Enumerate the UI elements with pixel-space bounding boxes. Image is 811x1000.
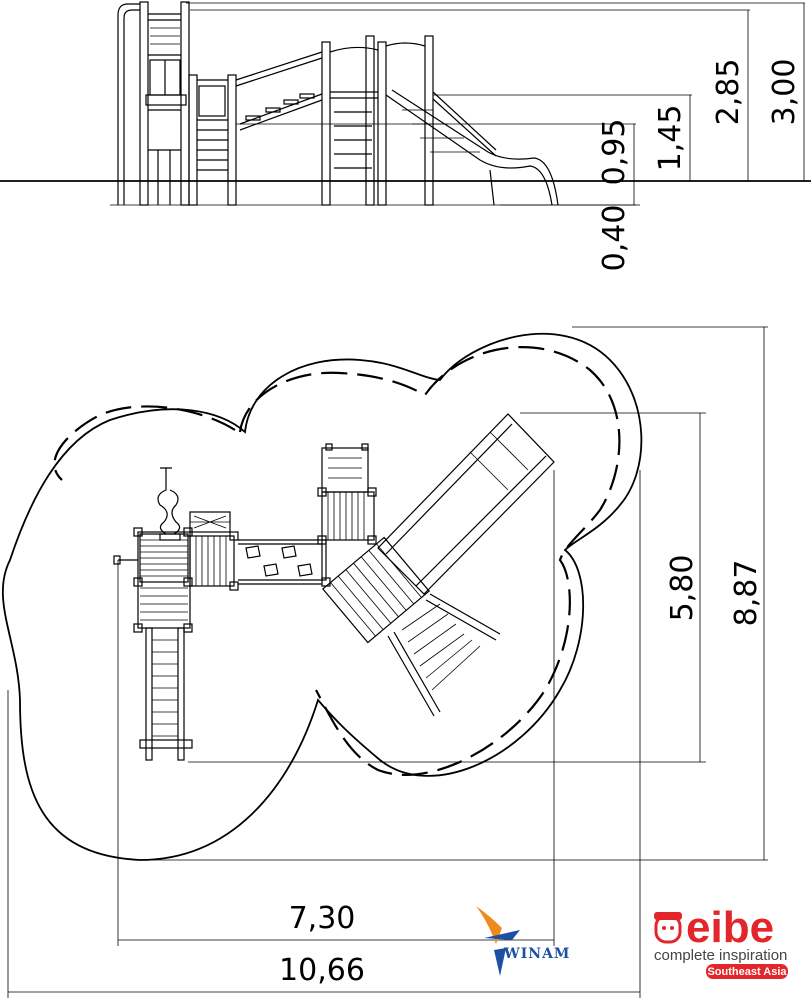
fire-pole-plan bbox=[157, 467, 181, 541]
eibe-region: Southeast Asia bbox=[707, 966, 787, 978]
dim-lower-level: 0,95 bbox=[597, 119, 632, 186]
plan-view: 5,80 8,87 7,30 10,66 bbox=[2, 326, 768, 998]
side-elevation: 3,00 2,85 1,45 0,95 0,40 bbox=[0, 1, 811, 272]
stairway-plan bbox=[387, 593, 501, 717]
left-tower bbox=[139, 1, 190, 206]
dim-platform-top: 2,85 bbox=[711, 59, 746, 126]
step-bridge bbox=[235, 51, 323, 131]
step-pads bbox=[245, 545, 313, 577]
slide-elevation bbox=[385, 89, 559, 206]
eibe-face-icon bbox=[654, 912, 682, 944]
dim-depth-inner: 5,80 bbox=[665, 555, 700, 622]
right-upper-deck bbox=[317, 443, 377, 587]
winam-wordmark: WINAM bbox=[503, 946, 570, 962]
eibe-logo: eibe complete inspiration Southeast Asia bbox=[654, 903, 788, 979]
winam-logo: WINAM bbox=[476, 906, 570, 976]
middle-deck bbox=[189, 531, 239, 591]
eibe-tagline: complete inspiration bbox=[654, 947, 787, 964]
slide-plan bbox=[377, 413, 555, 595]
diagonal-deck bbox=[322, 536, 430, 644]
left-platform bbox=[113, 527, 193, 633]
mid-panel bbox=[189, 511, 231, 533]
right-tower bbox=[321, 35, 434, 206]
impact-area-dashed bbox=[238, 346, 621, 776]
ladder-elevation-left bbox=[188, 74, 237, 206]
dim-upper-level: 1,45 bbox=[653, 105, 688, 172]
bridge-plan bbox=[238, 539, 322, 585]
fire-pole bbox=[117, 3, 140, 205]
dim-foundation-depth: 0,40 bbox=[597, 205, 632, 272]
eibe-wordmark: eibe bbox=[686, 903, 774, 952]
dim-width-outer: 10,66 bbox=[279, 953, 365, 988]
eibe-region-badge bbox=[706, 964, 788, 979]
ladder-plan bbox=[139, 627, 193, 761]
dim-total-height: 3,00 bbox=[767, 59, 802, 126]
winam-figure-icon bbox=[476, 906, 502, 944]
dim-depth-outer: 8,87 bbox=[729, 560, 764, 627]
dim-width-inner: 7,30 bbox=[289, 901, 356, 936]
